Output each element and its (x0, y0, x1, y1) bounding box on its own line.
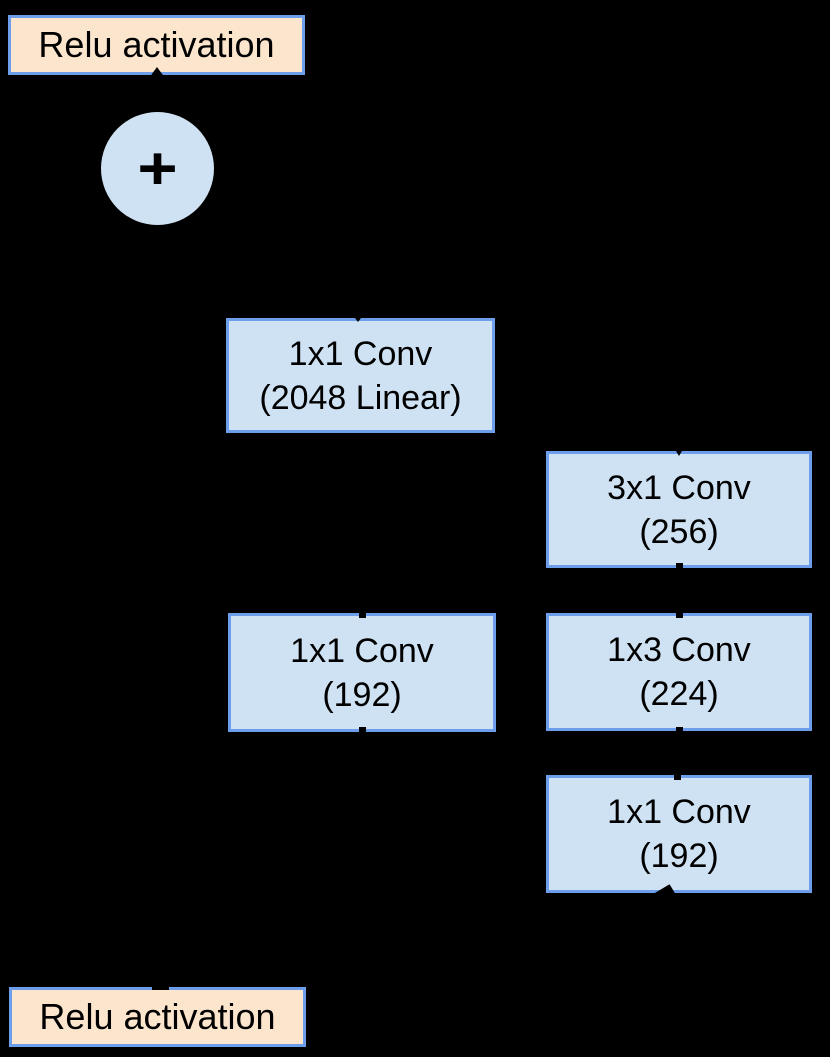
conv-1x1-192-left-line1: 1x1 Conv (290, 631, 434, 670)
conv-1x1-192-left-box: 1x1 Conv (192) (228, 613, 496, 732)
conv-1x3-224-box: 1x3 Conv (224) (546, 613, 812, 731)
relu-activation-top-label: Relu activation (38, 24, 275, 65)
arrowhead-icon (152, 981, 169, 990)
arrowhead-icon (149, 67, 165, 78)
conv-1x1-2048-linear-line1: 1x1 Conv (288, 334, 433, 373)
conv-1x1-192-left-line2: (192) (322, 675, 402, 714)
relu-activation-bottom-box: Relu activation (9, 987, 306, 1047)
relu-activation-bottom-label: Relu activation (39, 996, 276, 1037)
connector-stub-icon (676, 563, 683, 573)
conv-1x1-192-right-line2: (192) (639, 837, 719, 875)
conv-1x1-192-right-line1: 1x1 Conv (607, 793, 751, 831)
residual-sum-circle: + (101, 112, 214, 225)
conv-1x3-224-line1: 1x3 Conv (607, 631, 751, 669)
conv-1x1-192-right-box: 1x1 Conv (192) (546, 775, 812, 893)
connector-stub-icon (674, 771, 681, 780)
conv-1x1-2048-linear-box: 1x1 Conv (2048 Linear) (226, 318, 495, 433)
conv-1x3-224-line2: (224) (639, 675, 719, 713)
connector-stub-icon (676, 608, 683, 618)
plus-icon: + (137, 134, 178, 202)
connector-stub-icon (359, 727, 366, 737)
conv-3x1-256-line1: 3x1 Conv (607, 468, 751, 507)
conv-3x1-256-line2: (256) (639, 512, 719, 551)
conv-3x1-256-box: 3x1 Conv (256) (546, 451, 812, 568)
relu-activation-top-box: Relu activation (8, 15, 305, 75)
connector-stub-icon (676, 727, 683, 736)
connector-stub-icon (359, 608, 366, 618)
conv-1x1-2048-linear-line2: (2048 Linear) (259, 378, 462, 417)
arrowhead-icon (673, 446, 685, 456)
